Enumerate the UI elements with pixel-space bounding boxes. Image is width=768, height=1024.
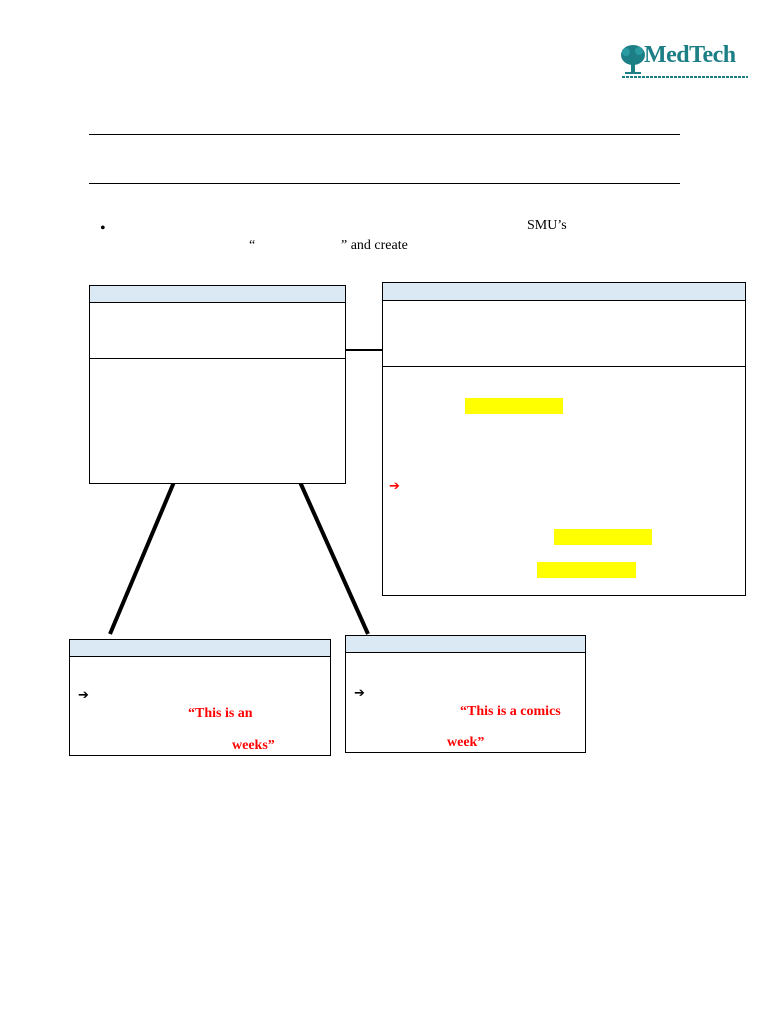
top-rule <box>89 134 680 135</box>
arrow-right-icon: ➔ <box>78 688 89 703</box>
red-text-weeks: weeks” <box>232 738 275 753</box>
logo-text: MedTech <box>644 42 736 68</box>
class-box-bottom-left: ➔ “This is an weeks” <box>69 639 331 756</box>
arrow-right-icon: ➔ <box>389 479 400 494</box>
class-box-bottom-right: ➔ “This is a comics week” <box>345 635 586 753</box>
class-box-bottom-right-header <box>346 636 585 653</box>
class-box-left <box>89 285 346 484</box>
inheritance-line-left <box>108 481 176 635</box>
bullet-open-quote: “ <box>249 238 256 253</box>
bullet-point: • <box>100 220 106 237</box>
highlight-1 <box>465 398 563 414</box>
medtech-logo: MedTech <box>620 42 750 82</box>
tree-icon <box>621 45 645 74</box>
red-text-this-is-a-comics: “This is a comics <box>460 704 561 719</box>
bullet-text-smu: SMU’s <box>527 218 567 233</box>
class-box-right-divider <box>383 366 745 367</box>
inheritance-line-right <box>298 481 370 635</box>
highlight-2 <box>554 529 652 545</box>
arrow-right-icon: ➔ <box>354 686 365 701</box>
highlight-3 <box>537 562 636 578</box>
bullet-text-and-create: ” and create <box>341 238 408 253</box>
class-box-left-header <box>90 286 345 303</box>
class-box-left-divider <box>90 358 345 359</box>
red-text-week: week” <box>447 735 485 750</box>
class-box-bottom-left-header <box>70 640 330 657</box>
logo-tagline <box>622 76 748 78</box>
class-box-right: ➔ <box>382 282 746 596</box>
bottom-rule <box>89 183 680 184</box>
red-text-this-is-an: “This is an <box>188 706 253 721</box>
class-box-right-header <box>383 283 745 301</box>
